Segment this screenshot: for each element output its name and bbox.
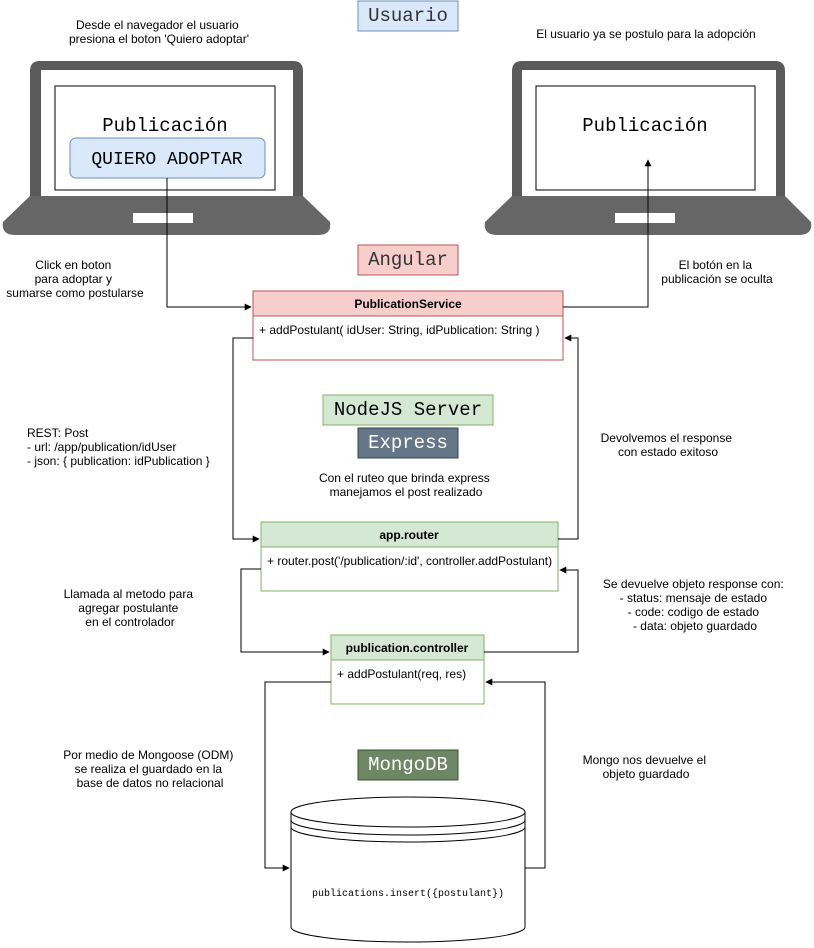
express-label: Express [357,427,459,459]
app-router-title: app.router [379,528,439,542]
edge-service-to-router [232,337,260,543]
edge-database-to-controller [485,678,546,869]
database-query: publications.insert({postulant}) [312,888,504,900]
svg-text:Express: Express [368,432,448,454]
laptop-left-screen-title: Publicación [102,115,227,137]
svg-text:Desde el navegador el usuario: Desde el navegador el usuario presiona e… [69,18,249,46]
edge-router-to-service [558,334,579,540]
publication-service-title: PublicationService [354,297,462,311]
edge-service-to-laptop-right [563,159,652,308]
svg-text:Con el ruteo que brinda expres: Con el ruteo que brinda express manejamo… [319,471,493,499]
svg-text:El botón en la publicaci: El botón en la publicación se oculta [661,258,773,286]
note-rest-post: REST: Post - url: /app/publication/idUse… [27,426,210,468]
svg-text:Usuario: Usuario [368,5,448,27]
mongodb-label: MongoDB [357,749,459,781]
svg-text:Mongo nos devuelve el ob: Mongo nos devuelve el objeto guardado [583,753,710,781]
publication-service-class: PublicationService + addPostulant( idUse… [252,290,564,361]
note-mongoose: Por medio de Mongoose (ODM) se realiza e… [63,748,236,790]
svg-text:NodeJS Server: NodeJS Server [334,399,482,421]
quiero-adoptar-button-label: QUIERO ADOPTAR [91,150,242,170]
laptop-right-screen: Publicación [535,85,756,191]
angular-label: Angular [357,244,459,276]
note-ruteo-express: Con el ruteo que brinda express manejamo… [319,471,493,499]
laptop-right-screen-title: Publicación [582,115,707,137]
svg-text:MongoDB: MongoDB [368,754,448,776]
svg-text:Por medio de Mongoose (ODM): Por medio de Mongoose (ODM) se realiza e… [63,748,236,790]
edge-controller-to-router [484,566,579,653]
svg-text:Se devuelve objeto response co: Se devuelve objeto response con: - statu… [603,577,787,633]
svg-text:Devolvemos el response c: Devolvemos el response con estado exitos… [601,431,736,459]
svg-text:Llamada al metodo para a: Llamada al metodo para agregar postulant… [64,587,197,629]
svg-text:REST: Post - url: /app/p: REST: Post - url: /app/publication/idUse… [27,426,210,468]
laptop-left-caption: Desde el navegador el usuario presiona e… [69,18,249,46]
note-boton-oculta: El botón en la publicación se oculta [661,258,773,286]
svg-text:El usuario ya se postulo para: El usuario ya se postulo para la adopció… [536,27,755,41]
quiero-adoptar-button[interactable]: QUIERO ADOPTAR [69,137,266,179]
note-objeto-response: Se devuelve objeto response con: - statu… [603,577,787,633]
app-router-method: + router.post('/publication/:id', contro… [267,554,552,568]
database-cylinder-icon: publications.insert({postulant}) [290,796,526,943]
publication-controller-class: publication.controller + addPostulant(re… [330,634,485,705]
publication-controller-method: + addPostulant(req, res) [337,667,466,681]
app-router-class: app.router + router.post('/publication/:… [260,521,559,592]
note-devolvemos-response: Devolvemos el response con estado exitos… [601,431,736,459]
publication-controller-title: publication.controller [346,641,469,655]
svg-text:Angular: Angular [368,249,448,271]
publication-service-method: + addPostulant( idUser: String, idPublic… [259,323,539,337]
note-llamada-metodo: Llamada al metodo para agregar postulant… [64,587,197,629]
usuario-label: Usuario [357,0,459,32]
svg-text:Click en boton para adop: Click en boton para adoptar y sumarse co… [6,258,144,300]
nodejs-label: NodeJS Server [322,394,494,426]
note-click-boton: Click en boton para adoptar y sumarse co… [6,258,144,300]
edge-controller-to-database [264,681,331,872]
laptop-right-caption: El usuario ya se postulo para la adopció… [536,27,755,41]
edge-router-to-controller [240,568,330,656]
note-mongo-devuelve: Mongo nos devuelve el objeto guardado [583,753,710,781]
edge-button-to-service [166,178,252,311]
